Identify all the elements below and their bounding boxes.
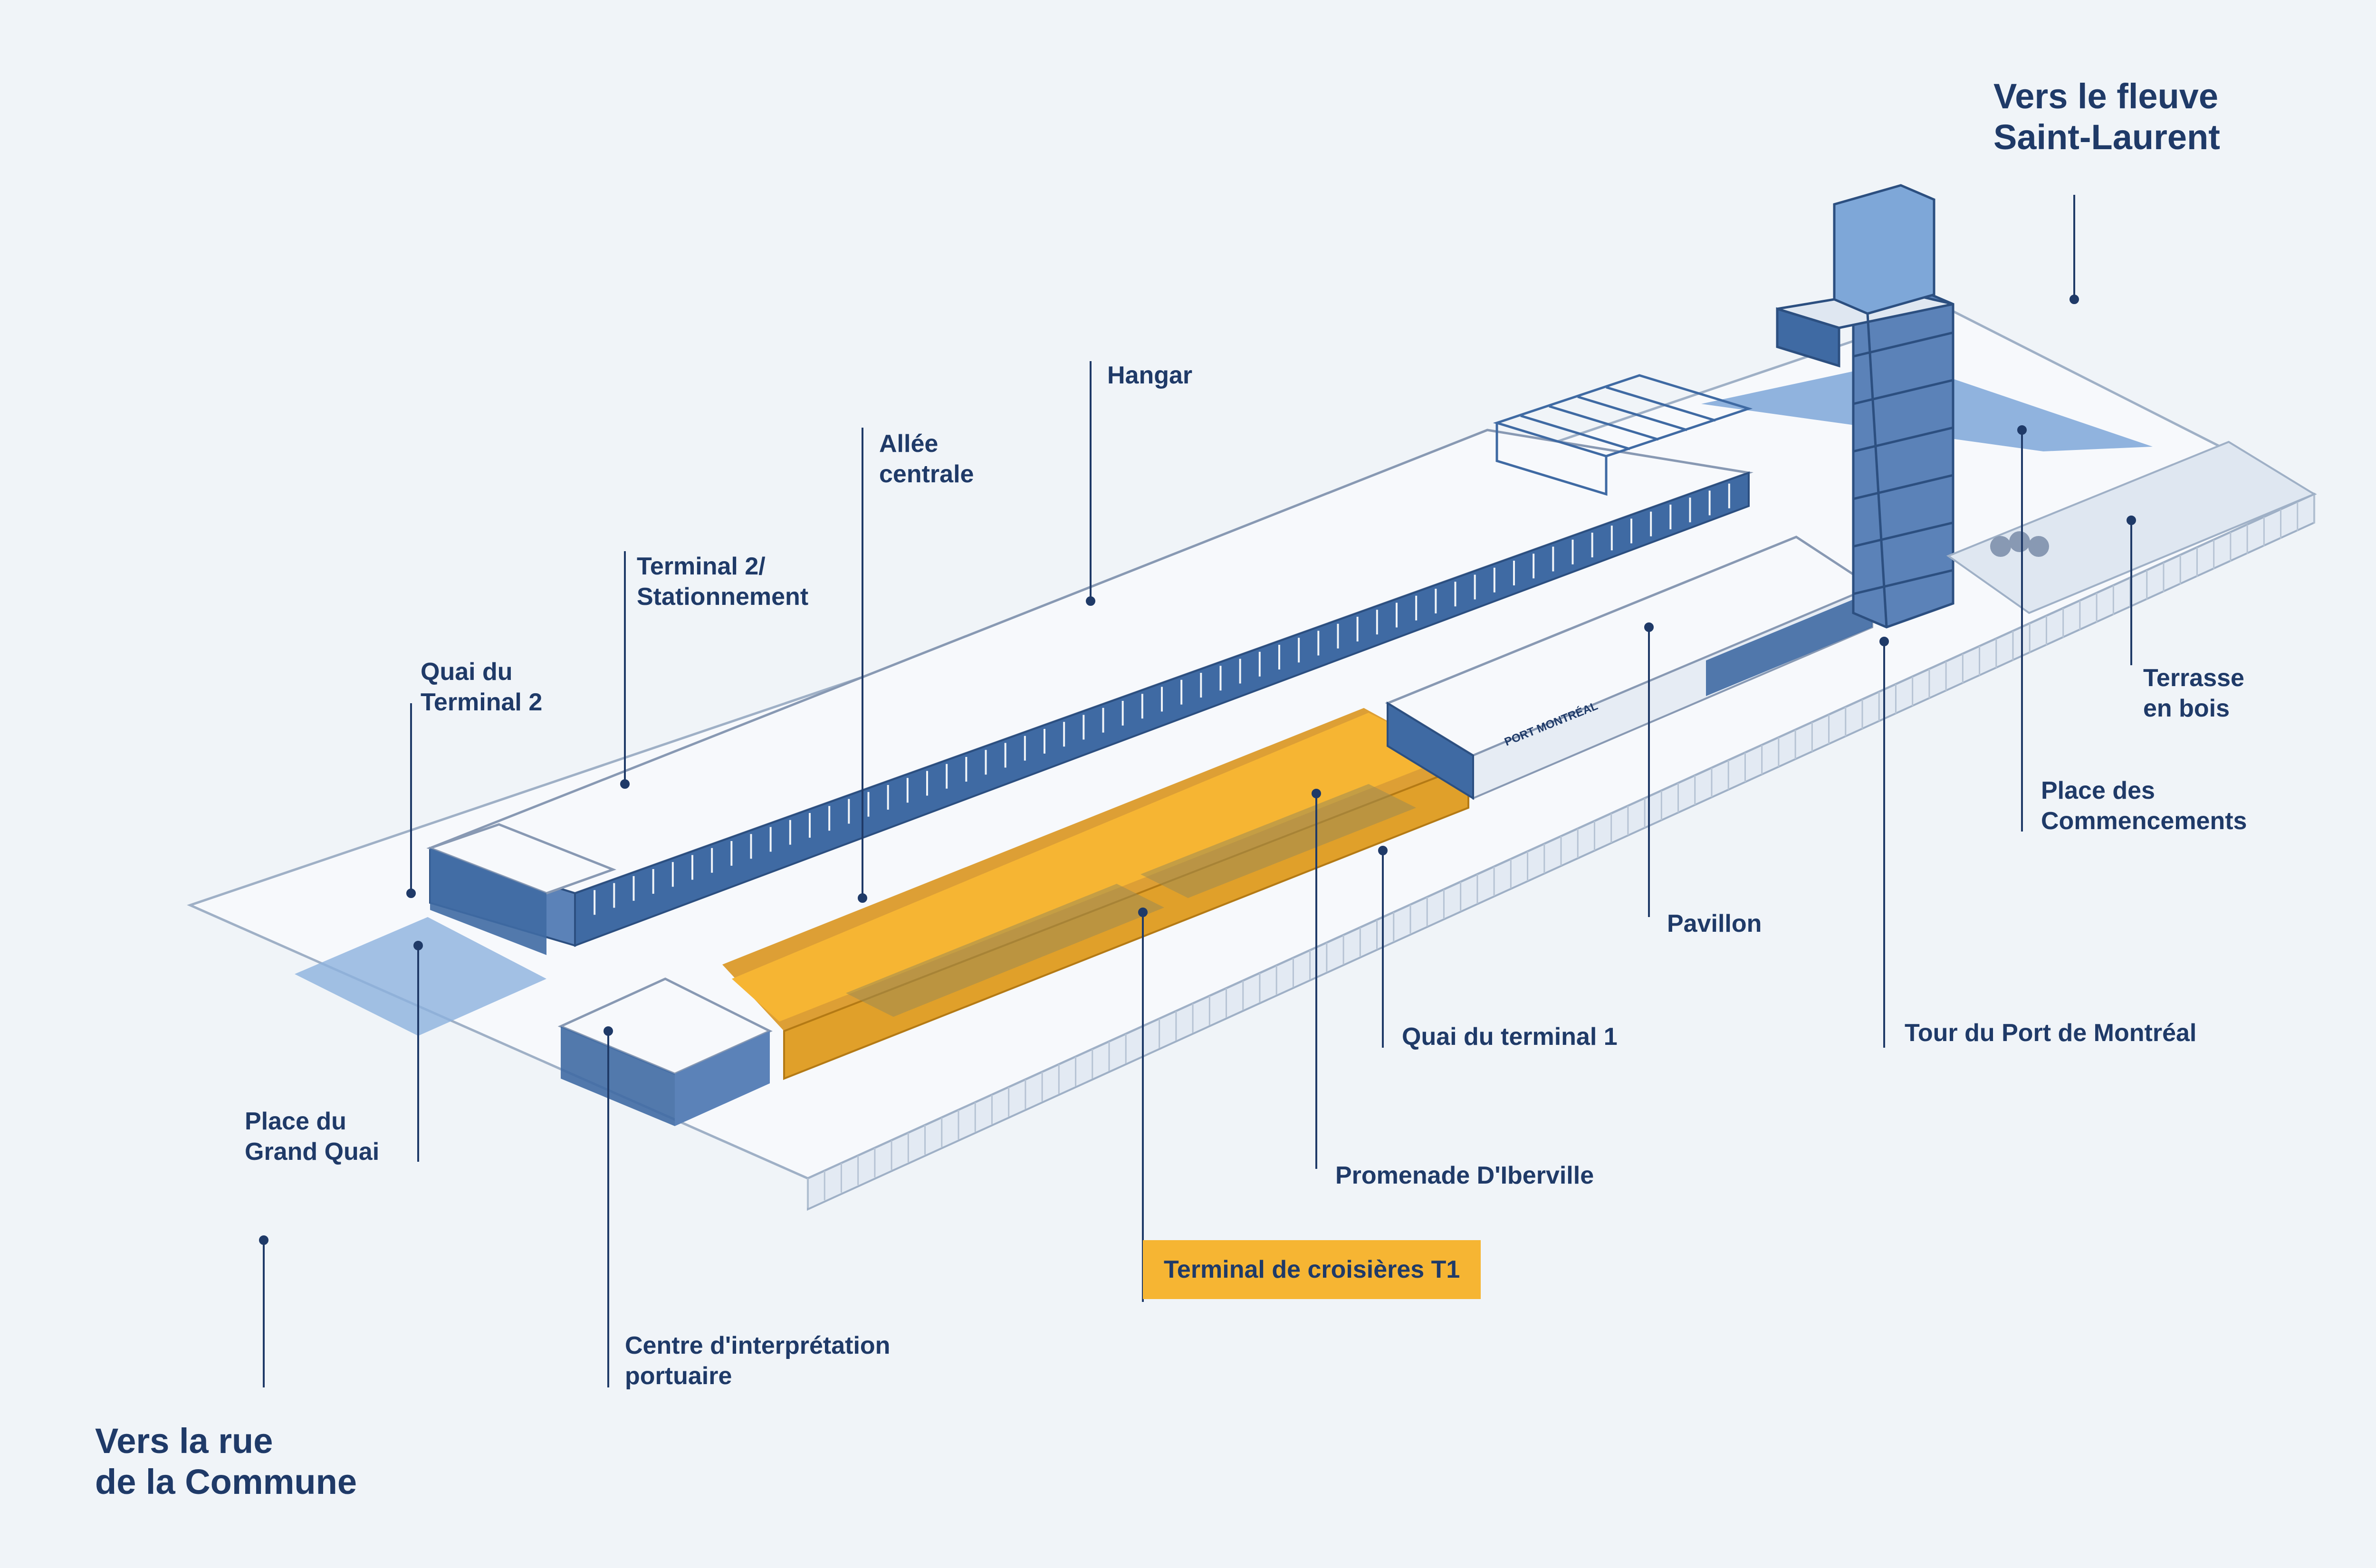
pier-face-hatching: [807, 494, 2315, 1208]
label-place-commencements-line1: Place des: [2041, 777, 2155, 804]
label-terminal-croisieres: Terminal de croisières T1: [1143, 1240, 1481, 1299]
label-tour-port: Tour du Port de Montréal: [1905, 1019, 2197, 1047]
grand-quai-plaza: [295, 917, 546, 1036]
label-vers-fleuve-line1: Vers le fleuve: [1993, 76, 2219, 116]
hangar-windows: [594, 483, 1730, 915]
label-vers-rue: Vers la rue de la Commune: [95, 1421, 357, 1502]
terminal2-glass: [430, 848, 546, 955]
label-terminal2-stationnement: Terminal 2/ Stationnement: [637, 551, 808, 612]
interpretation-centre-side: [675, 1031, 770, 1126]
label-quai-terminal1: Quai du terminal 1: [1402, 1023, 1618, 1051]
terrace-fixtures: [1990, 531, 2049, 557]
label-terrasse-bois: Terrasse en bois: [2143, 663, 2244, 724]
label-place-commencements-line2: Commencements: [2041, 807, 2247, 835]
label-allee-centrale-line1: Allée: [879, 430, 939, 458]
label-vers-fleuve-line2: Saint-Laurent: [1993, 117, 2220, 157]
label-hangar: Hangar: [1107, 362, 1193, 389]
label-allee-centrale-line2: centrale: [879, 460, 974, 488]
label-centre-interpretation-line1: Centre d'interprétation: [625, 1332, 891, 1359]
label-vers-fleuve: Vers le fleuve Saint-Laurent: [1993, 76, 2220, 158]
label-centre-interpretation-line2: portuaire: [625, 1362, 732, 1390]
label-centre-interpretation: Centre d'interprétation portuaire: [625, 1330, 890, 1391]
label-promenade-diberville: Promenade D'Iberville: [1335, 1162, 1594, 1189]
label-terminal2-stationnement-line2: Stationnement: [637, 583, 809, 611]
label-terrasse-bois-line2: en bois: [2143, 695, 2230, 722]
label-allee-centrale: Allée centrale: [879, 429, 974, 489]
label-place-commencements: Place des Commencements: [2041, 775, 2247, 836]
leader-lines: [259, 195, 2136, 1387]
label-quai-terminal2-line1: Quai du: [421, 658, 513, 686]
interpretation-centre-glass: [561, 1026, 675, 1126]
port-tower: [1776, 184, 1954, 629]
label-terminal2-stationnement-line1: Terminal 2/: [637, 553, 766, 580]
label-terrasse-bois-line1: Terrasse: [2143, 664, 2244, 692]
label-vers-rue-line1: Vers la rue: [95, 1421, 273, 1461]
label-place-grand-quai-line2: Grand Quai: [245, 1138, 380, 1166]
pavilion-end: [1387, 701, 1474, 800]
label-place-grand-quai: Place du Grand Quai: [245, 1106, 379, 1167]
terminal-t1-roof-detail-2: [1140, 784, 1416, 898]
pavilion-glass: [1706, 592, 1872, 696]
label-quai-terminal2: Quai du Terminal 2: [421, 657, 542, 717]
terminal-t1-roof-detail: [846, 884, 1164, 1017]
label-place-grand-quai-line1: Place du: [245, 1108, 346, 1135]
terminal-t1-deck: [732, 713, 1454, 1022]
label-pavillon: Pavillon: [1667, 910, 1762, 937]
steel-framework: [1493, 374, 1753, 496]
label-vers-rue-line2: de la Commune: [95, 1462, 357, 1501]
label-quai-terminal2-line2: Terminal 2: [421, 688, 543, 716]
